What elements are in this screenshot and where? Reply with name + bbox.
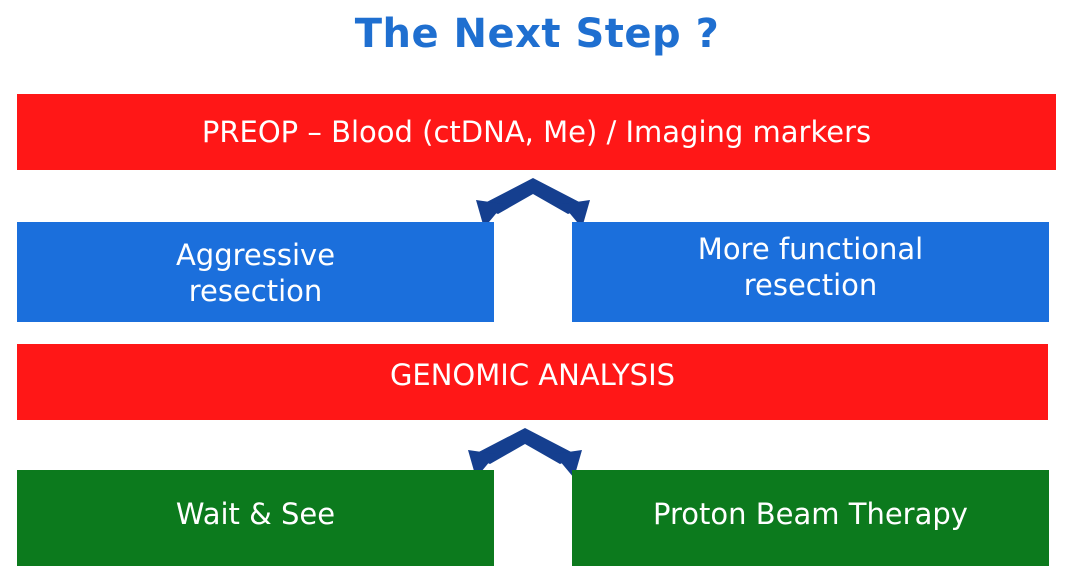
preop-box: PREOP – Blood (ctDNA, Me) / Imaging mark…	[17, 94, 1056, 170]
proton-beam-therapy-label: Proton Beam Therapy	[653, 497, 968, 531]
aggressive-resection-line2: resection	[188, 274, 323, 308]
preop-label: PREOP – Blood (ctDNA, Me) / Imaging mark…	[201, 115, 872, 149]
wait-and-see-label: Wait & See	[175, 497, 336, 531]
functional-resection-box: More functional resection	[572, 222, 1049, 322]
genomic-analysis-box: GENOMIC ANALYSIS	[17, 344, 1048, 420]
chevron-up-arrow-icon	[476, 178, 590, 228]
proton-beam-therapy-box: Proton Beam Therapy	[572, 470, 1049, 566]
functional-resection-line1: More functional	[697, 232, 924, 266]
aggressive-resection-line1: Aggressive	[175, 238, 336, 272]
page-title: The Next Step ?	[354, 11, 720, 57]
functional-resection-line2: resection	[743, 268, 878, 302]
wait-and-see-box: Wait & See	[17, 470, 494, 566]
genomic-analysis-label: GENOMIC ANALYSIS	[389, 358, 676, 392]
aggressive-resection-box: Aggressive resection	[17, 222, 494, 322]
